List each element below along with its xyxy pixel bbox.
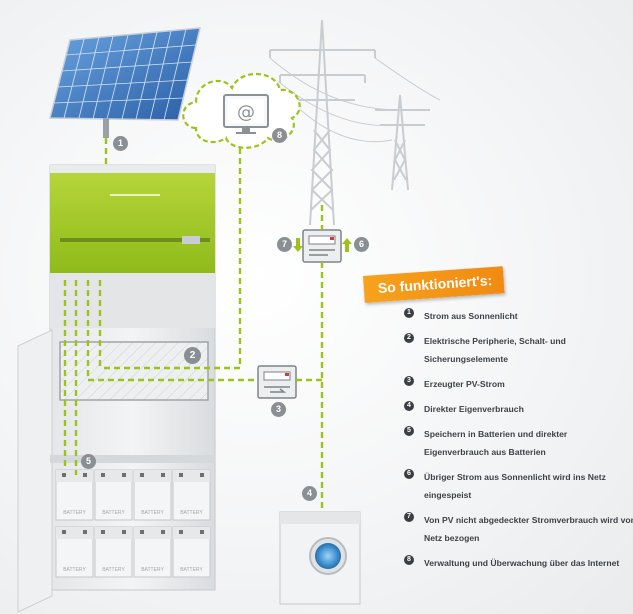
battery-icon: BATTERY xyxy=(94,469,133,521)
battery-icon: BATTERY xyxy=(94,526,133,578)
legend: 1 Strom aus Sonnenlicht 2 Elektrische Pe… xyxy=(404,306,633,571)
battery-label: BATTERY xyxy=(102,567,125,573)
legend-item: 8 Verwaltung und Überwachung über das In… xyxy=(404,553,624,571)
legend-text: Übriger Strom aus Sonnenlicht wird ins N… xyxy=(424,472,606,500)
battery-icon: BATTERY xyxy=(133,469,172,521)
battery-label: BATTERY xyxy=(180,567,203,573)
solar-panel-icon xyxy=(49,27,201,138)
battery-icon: BATTERY xyxy=(133,526,172,578)
legend-text: Strom aus Sonnenlicht xyxy=(424,311,518,321)
battery-label: BATTERY xyxy=(63,510,86,516)
legend-text: Direkter Eigenverbrauch xyxy=(424,404,524,414)
legend-number: 3 xyxy=(404,376,414,386)
legend-number: 6 xyxy=(404,469,414,479)
marker-4: 4 xyxy=(302,486,317,501)
legend-text: Speichern in Batterien und direkter Eige… xyxy=(424,429,568,457)
legend-number: 2 xyxy=(404,333,414,343)
legend-item: 1 Strom aus Sonnenlicht xyxy=(404,306,629,324)
marker-7: 7 xyxy=(277,237,292,252)
battery-icon: BATTERY xyxy=(172,469,211,521)
legend-item: 5 Speichern in Batterien und direkter Ei… xyxy=(404,424,629,460)
power-meter-icon xyxy=(257,365,297,399)
legend-text: Verwaltung und Überwachung über das Inte… xyxy=(424,558,620,568)
marker-3: 3 xyxy=(271,402,286,417)
legend-item: 7 Von PV nicht abgedeckter Stromverbrauc… xyxy=(404,510,633,546)
battery-label: BATTERY xyxy=(141,567,164,573)
battery-label: BATTERY xyxy=(102,510,125,516)
marker-6: 6 xyxy=(354,237,369,252)
legend-text: Von PV nicht abgedeckter Stromverbrauch … xyxy=(424,515,633,543)
legend-number: 8 xyxy=(404,555,414,565)
marker-8: 8 xyxy=(272,128,287,143)
connection-lines xyxy=(63,138,324,510)
legend-text: Erzeugter PV-Strom xyxy=(424,379,505,389)
legend-item: 6 Übriger Strom aus Sonnenlicht wird ins… xyxy=(404,467,624,503)
svg-text:@: @ xyxy=(237,102,255,123)
marker-1: 1 xyxy=(113,136,128,151)
arrow-down-icon xyxy=(293,238,303,252)
legend-number: 1 xyxy=(404,308,414,318)
power-meter-icon xyxy=(302,229,342,263)
legend-text: Elektrische Peripherie, Schalt- und Sich… xyxy=(424,336,566,364)
washing-machine-icon xyxy=(279,511,361,605)
marker-2: 2 xyxy=(184,347,201,364)
battery-icon: BATTERY xyxy=(55,526,94,578)
battery-label: BATTERY xyxy=(141,510,164,516)
legend-number: 7 xyxy=(404,512,414,522)
battery-label: BATTERY xyxy=(63,567,86,573)
monitor-at-icon: @ xyxy=(223,94,269,134)
power-pylon-icon xyxy=(269,19,441,226)
battery-bank: BATTERY BATTERY BATTERY BATTERY BATTERY BATTE… xyxy=(55,469,211,578)
legend-number: 5 xyxy=(404,426,414,436)
battery-label: BATTERY xyxy=(180,510,203,516)
legend-item: 4 Direkter Eigenverbrauch xyxy=(404,399,629,417)
arrow-up-icon xyxy=(342,238,352,252)
battery-icon: BATTERY xyxy=(172,526,211,578)
battery-icon: BATTERY xyxy=(55,469,94,521)
marker-5: 5 xyxy=(81,454,96,469)
legend-item: 3 Erzeugter PV-Strom xyxy=(404,374,629,392)
legend-number: 4 xyxy=(404,401,414,411)
legend-item: 2 Elektrische Peripherie, Schalt- und Si… xyxy=(404,331,624,367)
